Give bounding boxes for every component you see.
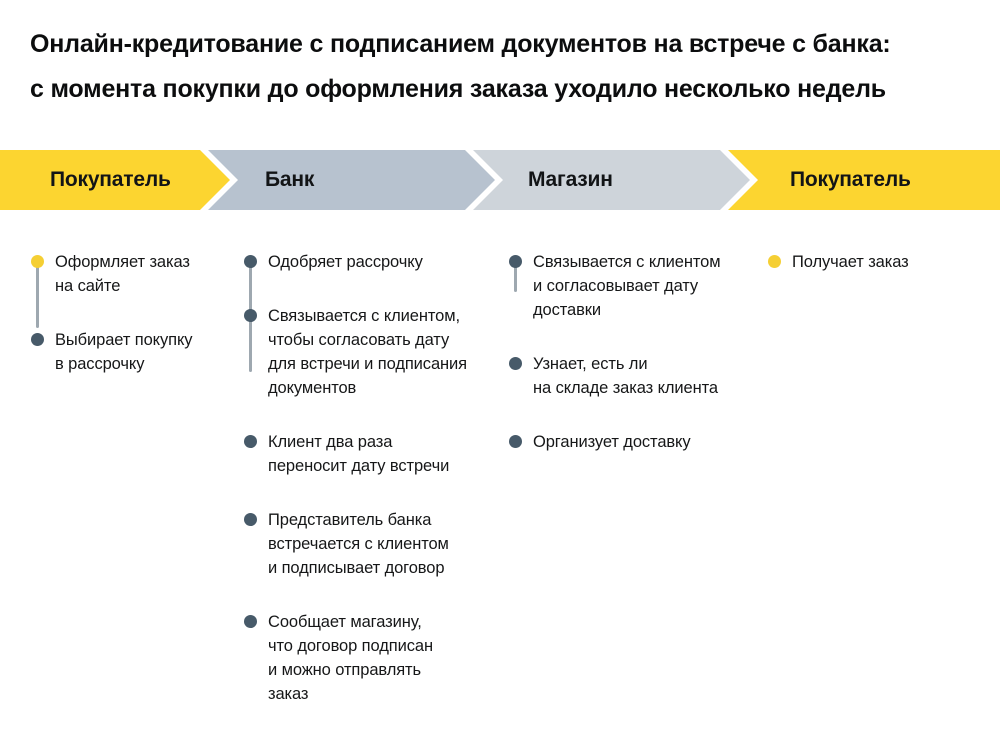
stage-chevron-2: Банк [208, 150, 495, 210]
step-text: Оформляет заказ на сайте [55, 253, 190, 295]
step-text: Организует доставку [533, 433, 691, 451]
step-text: Одобряет рассрочку [268, 253, 423, 271]
title-line-1: Онлайн-кредитование с подписанием докуме… [30, 30, 891, 58]
stage-label-2: Банк [265, 168, 315, 191]
step-item: Выбирает покупку в рассрочку [31, 328, 237, 376]
stage-chevron-3: Магазин [473, 150, 750, 210]
step-text: Связывается с клиентом и согласовывает д… [533, 253, 721, 319]
slate-bullet-dot-icon [509, 357, 522, 370]
stage-column-4: Получает заказ [768, 250, 998, 304]
slate-bullet-dot-icon [244, 309, 257, 322]
stage-label-1: Покупатель [50, 168, 171, 191]
title-line-2: с момента покупки до оформления заказа у… [30, 75, 886, 103]
stage-chevron-bar: Покупатель Банк Магазин Покупатель [0, 150, 1000, 210]
page-title: Онлайн-кредитование с подписанием докуме… [30, 22, 990, 112]
slate-bullet-dot-icon [509, 435, 522, 448]
step-item: Организует доставку [509, 430, 761, 454]
stage-column-3: Связывается с клиентом и согласовывает д… [509, 250, 761, 484]
step-item: Представитель банка встречается с клиент… [244, 508, 502, 580]
step-item: Узнает, есть ли на складе заказ клиента [509, 352, 761, 400]
step-text: Получает заказ [792, 253, 909, 271]
step-text: Выбирает покупку в рассрочку [55, 331, 193, 373]
slate-bullet-dot-icon [31, 333, 44, 346]
timeline-line [36, 261, 39, 328]
slate-bullet-dot-icon [244, 435, 257, 448]
step-item: Оформляет заказ на сайте [31, 250, 237, 298]
step-item: Клиент два раза переносит дату встречи [244, 430, 502, 478]
step-text: Представитель банка встречается с клиент… [268, 511, 449, 577]
step-text: Сообщает магазину, что договор подписан … [268, 613, 433, 703]
step-item: Одобряет рассрочку [244, 250, 502, 274]
step-item: Сообщает магазину, что договор подписан … [244, 610, 502, 706]
yellow-bullet-dot-icon [768, 255, 781, 268]
stage-label-4: Покупатель [790, 168, 911, 191]
stage-chevron-4: Покупатель [728, 150, 1000, 210]
timeline-line [514, 261, 517, 292]
step-text: Клиент два раза переносит дату встречи [268, 433, 450, 475]
stage-chevron-1: Покупатель [0, 150, 230, 210]
stage-label-3: Магазин [528, 168, 613, 191]
step-item: Связывается с клиентом и согласовывает д… [509, 250, 761, 322]
step-text: Связывается с клиентом, чтобы согласоват… [268, 307, 467, 397]
step-item: Связывается с клиентом, чтобы согласоват… [244, 304, 502, 400]
slate-bullet-dot-icon [244, 513, 257, 526]
slate-bullet-dot-icon [509, 255, 522, 268]
slate-bullet-dot-icon [244, 255, 257, 268]
step-item: Получает заказ [768, 250, 998, 274]
step-text: Узнает, есть ли на складе заказ клиента [533, 355, 718, 397]
yellow-bullet-dot-icon [31, 255, 44, 268]
slate-bullet-dot-icon [244, 615, 257, 628]
